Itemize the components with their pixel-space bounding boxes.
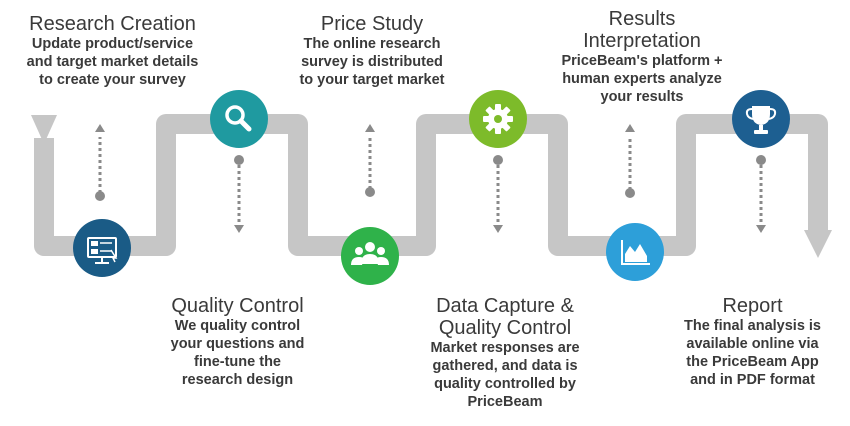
step-node-price-study [341,227,399,285]
step-title: Price Study [272,13,472,35]
connector-up-1 [95,124,105,201]
step-title: Research Creation [0,13,225,35]
step-title: Quality Control [145,295,330,317]
desc-line: fine-tune the [194,354,281,370]
end-arrow [804,230,832,258]
desc-line: The online research [303,36,441,52]
step-description: PriceBeam's platform + human experts ana… [532,52,752,106]
step-description: Update product/service and target market… [0,35,225,89]
title-line: Research Creation [29,13,196,35]
desc-line: The final analysis is [684,318,821,334]
step-text-quality-control: Quality Control We quality control your … [145,295,330,389]
step-node-report [732,90,790,148]
title-line: Interpretation [583,30,701,52]
desc-line: to your target market [299,72,445,88]
process-track [34,114,828,256]
title-line: Quality Control [171,295,304,317]
gear-icon [483,104,513,134]
trophy-icon [745,106,777,134]
step-description: We quality control your questions and fi… [145,317,330,389]
desc-line: and target market details [26,54,199,70]
step-title: Report [660,295,845,317]
step-title: Data Capture & Quality Control [405,295,605,339]
connector-down-1 [234,155,244,233]
step-text-data-capture: Data Capture & Quality Control Market re… [405,295,605,411]
people-group-icon [351,242,389,265]
step-node-research-creation [73,219,131,277]
desc-line: Market responses are [430,340,580,356]
title-line: Price Study [320,13,424,35]
area-chart-icon [621,240,650,265]
desc-line: PriceBeam [467,394,543,410]
step-node-results-interpretation [606,223,664,281]
step-description: The final analysis is available online v… [660,317,845,389]
desc-line: Update product/service [31,36,194,52]
step-description: Market responses are gathered, and data … [405,339,605,411]
connector-up-2 [365,124,375,197]
desc-line: available online via [686,336,819,352]
title-line: Data Capture & [436,295,574,317]
desc-line: gathered, and data is [432,358,578,374]
step-node-quality-control [210,90,268,148]
desc-line: and in PDF format [690,372,815,388]
desc-line: human experts analyze [562,71,722,87]
connector-up-3 [625,124,635,198]
step-title: Results Interpretation [532,8,752,52]
title-line: Results [608,8,676,30]
magnifier-icon [225,105,252,132]
step-description: The online research survey is distribute… [272,35,472,89]
desc-line: research design [181,372,294,388]
step-text-price-study: Price Study The online research survey i… [272,13,472,89]
start-arrow [31,115,57,144]
title-line: Report [722,295,783,317]
step-text-research-creation: Research Creation Update product/service… [0,13,225,89]
step-node-data-capture [469,90,527,148]
connector-down-3 [756,155,766,233]
desc-line: to create your survey [39,72,186,88]
monitor-survey-icon [87,237,118,264]
desc-line: the PriceBeam App [686,354,819,370]
desc-line: PriceBeam's platform + [561,53,723,69]
desc-line: your results [600,89,684,105]
step-text-report: Report The final analysis is available o… [660,295,845,389]
step-text-results-interpretation: Results Interpretation PriceBeam's platf… [532,8,752,106]
title-line: Quality Control [438,317,572,339]
desc-line: We quality control [174,318,301,334]
connector-down-2 [493,155,503,233]
desc-line: survey is distributed [301,54,443,70]
desc-line: quality controlled by [434,376,576,392]
desc-line: your questions and [170,336,305,352]
